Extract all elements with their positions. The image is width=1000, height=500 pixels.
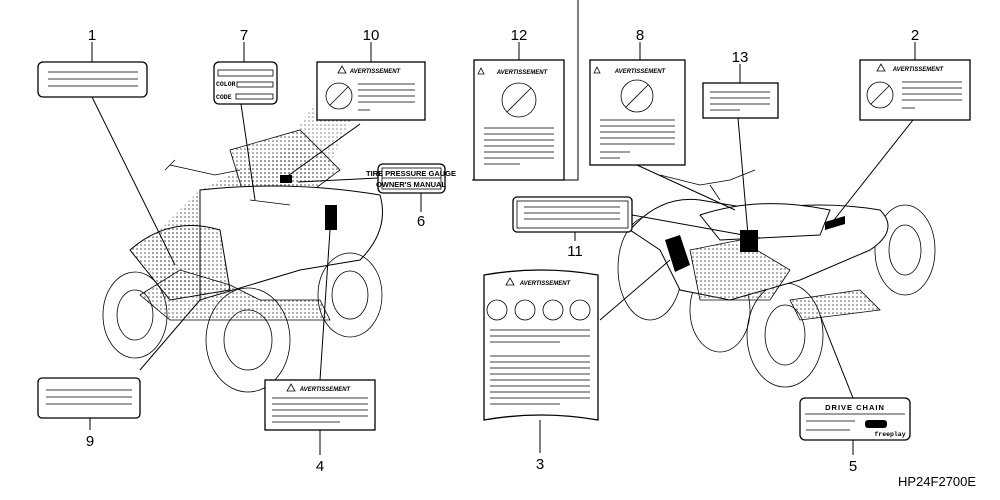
- label-1: [37, 61, 148, 98]
- label-8-warning: AVERTISSEMENT: [589, 59, 686, 166]
- warning-heading: AVERTISSEMENT: [349, 69, 402, 75]
- callout-9: 9: [86, 433, 94, 450]
- warning-heading: AVERTISSEMENT: [299, 387, 352, 393]
- callout-numbers: 1 2 3 4 5 6 7 8 9 10 11 12 13: [86, 27, 919, 475]
- label-2-warning: AVERTISSEMENT: [859, 59, 971, 121]
- freeplay-text: freeplay: [874, 431, 905, 438]
- callout-12: 12: [511, 27, 528, 44]
- label-6-tire-pressure-gauge: TIRE PRESSURE GAUGE OWNER'S MANUAL: [366, 163, 456, 194]
- callout-4: 4: [316, 458, 324, 475]
- label-7-color-code: COLOR CODE: [213, 61, 278, 105]
- tire-pressure-gauge-text: TIRE PRESSURE GAUGE: [366, 169, 456, 178]
- warning-heading: AVERTISSEMENT: [496, 70, 549, 76]
- callout-6: 6: [417, 213, 425, 230]
- callout-8: 8: [636, 27, 644, 44]
- drive-chain-text: DRIVE CHAIN: [825, 403, 885, 412]
- warning-heading: AVERTISSEMENT: [892, 67, 945, 73]
- warning-heading: AVERTISSEMENT: [519, 281, 572, 287]
- diagram-code: HP24F2700E: [898, 474, 976, 489]
- callout-10: 10: [363, 27, 380, 44]
- code-text: CODE: [216, 94, 232, 101]
- label-4-warning: AVERTISSEMENT: [264, 379, 376, 431]
- callout-5: 5: [849, 458, 857, 475]
- label-13: [702, 82, 779, 119]
- callout-7: 7: [240, 27, 248, 44]
- owners-manual-text: OWNER'S MANUAL: [376, 180, 447, 189]
- atv-left-illustration: [102, 80, 383, 393]
- callout-13: 13: [732, 49, 749, 66]
- warning-heading: AVERTISSEMENT: [614, 69, 667, 75]
- label-9: [37, 377, 141, 419]
- callout-11: 11: [567, 243, 583, 260]
- label-3-warning: AVERTISSEMENT: [483, 269, 599, 421]
- atv-right-illustration: [617, 169, 936, 388]
- callout-2: 2: [911, 27, 919, 44]
- label-12-warning: AVERTISSEMENT: [473, 59, 565, 181]
- label-11: [512, 196, 633, 233]
- leader-lines: [89, 42, 916, 455]
- label-5-drive-chain: DRIVE CHAIN freeplay: [799, 397, 911, 441]
- callout-1: 1: [88, 27, 96, 44]
- callout-3: 3: [536, 456, 544, 473]
- color-text: COLOR: [216, 81, 236, 88]
- label-10-warning: AVERTISSEMENT: [316, 61, 426, 121]
